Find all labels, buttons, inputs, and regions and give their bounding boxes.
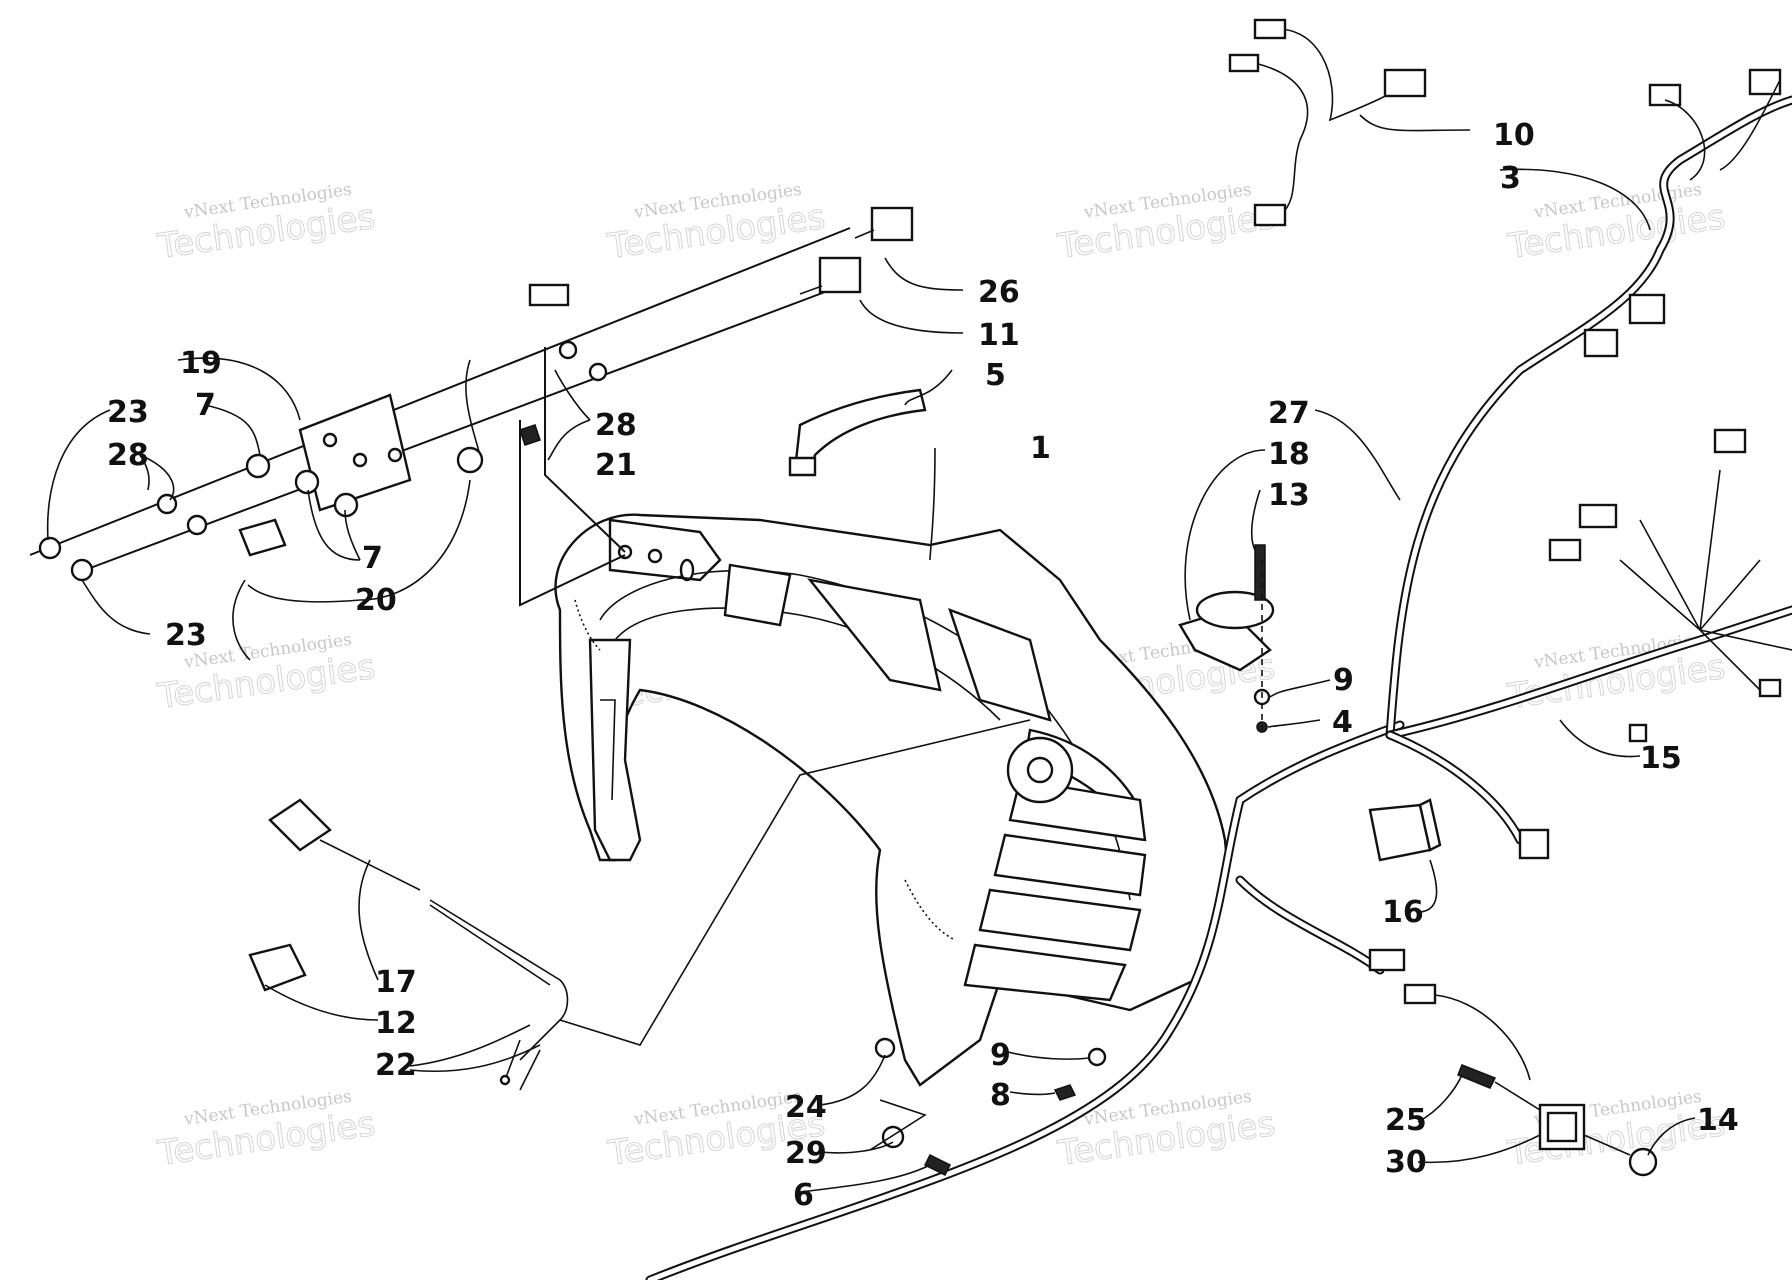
callout-25: 25: [1385, 1103, 1427, 1138]
callout-28-right: 28: [595, 408, 637, 443]
callout-23-upper: 23: [107, 395, 149, 430]
callout-8: 8: [990, 1078, 1011, 1113]
callout-13: 13: [1268, 478, 1310, 513]
callout-9-lower: 9: [990, 1038, 1011, 1073]
callout-1: 1: [1030, 431, 1051, 466]
callout-7-lower: 7: [362, 541, 383, 576]
console-housing: [554, 513, 1228, 1087]
callout-12: 12: [375, 1006, 417, 1041]
switch-assembly: [29, 206, 927, 661]
callout-19: 19: [180, 346, 222, 381]
callout-29: 29: [785, 1136, 827, 1171]
callout-15: 15: [1640, 741, 1682, 776]
leader-lines: [46, 114, 1696, 1193]
callout-16: 16: [1382, 895, 1424, 930]
callout-27: 27: [1268, 396, 1310, 431]
callout-4: 4: [1332, 705, 1353, 740]
callout-3: 3: [1500, 161, 1521, 196]
callout-28-left: 28: [107, 438, 149, 473]
callout-9-upper: 9: [1333, 663, 1354, 698]
callout-22: 22: [375, 1048, 417, 1083]
callout-14: 14: [1697, 1103, 1739, 1138]
wiring-harness: [645, 18, 1792, 1285]
mount-hardware: [869, 544, 1658, 1177]
callout-30: 30: [1385, 1145, 1427, 1180]
callout-23-lower: 23: [165, 618, 207, 653]
callout-labels: 1 3 4 5 6 7 7 8 9 9 10 11 12 13 14 15 16…: [107, 118, 1739, 1213]
callout-5: 5: [985, 358, 1006, 393]
callout-24: 24: [785, 1090, 827, 1125]
callout-20: 20: [355, 583, 397, 618]
callout-11: 11: [978, 318, 1020, 353]
callout-26: 26: [978, 275, 1020, 310]
callout-7-upper: 7: [195, 388, 216, 423]
callout-10: 10: [1493, 118, 1535, 153]
callout-17: 17: [375, 965, 417, 1000]
callout-21: 21: [595, 448, 637, 483]
cable-assembly: [248, 719, 1031, 1091]
callout-18: 18: [1268, 437, 1310, 472]
callout-6: 6: [793, 1178, 814, 1213]
